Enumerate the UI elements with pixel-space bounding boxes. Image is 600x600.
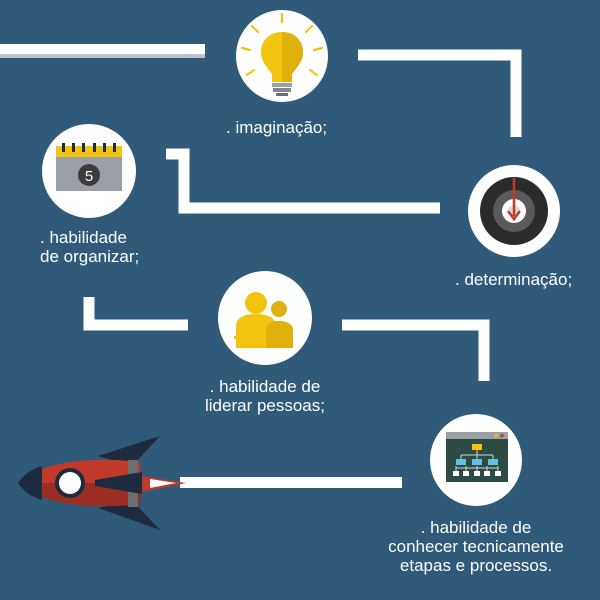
label-line: conhecer tecnicamente <box>388 537 564 556</box>
label-line: . habilidade de <box>420 518 532 537</box>
label-line: . imaginação; <box>226 118 328 137</box>
connector-3 <box>83 297 188 331</box>
connector-5 <box>180 477 402 488</box>
label-line: liderar pessoas; <box>204 396 325 415</box>
lightbulb-icon <box>240 12 324 96</box>
label-conhecer: . habilidade de conhecer tecnicamente et… <box>380 518 572 575</box>
label-determinacao: . determinação; <box>455 270 572 289</box>
people-node <box>218 271 312 365</box>
label-liderar: . habilidade de liderar pessoas; <box>200 377 330 415</box>
label-line: . habilidade de <box>209 377 321 396</box>
target-arrow-icon <box>480 177 548 245</box>
calendar-icon: 5 <box>56 143 122 191</box>
connector-1 <box>358 49 522 137</box>
connector-2 <box>166 148 440 214</box>
connector-4 <box>342 319 490 381</box>
calendar-number: 5 <box>85 168 93 185</box>
rocket-icon <box>18 436 186 530</box>
label-organizar: . habilidade de organizar; <box>40 228 139 266</box>
label-imaginacao: . imaginação; <box>226 118 327 137</box>
people-icon <box>234 292 293 348</box>
calendar-node: 5 <box>42 124 136 218</box>
label-line: . determinação; <box>455 270 573 289</box>
flowchart-screen-icon <box>446 432 508 482</box>
label-line: . habilidade <box>40 228 127 247</box>
label-line: etapas e processos. <box>399 556 553 575</box>
flowchart-node <box>430 414 522 506</box>
label-line: de organizar; <box>40 247 140 266</box>
top-bar <box>0 44 205 58</box>
lightbulb-node <box>236 10 328 102</box>
target-node <box>468 165 560 257</box>
